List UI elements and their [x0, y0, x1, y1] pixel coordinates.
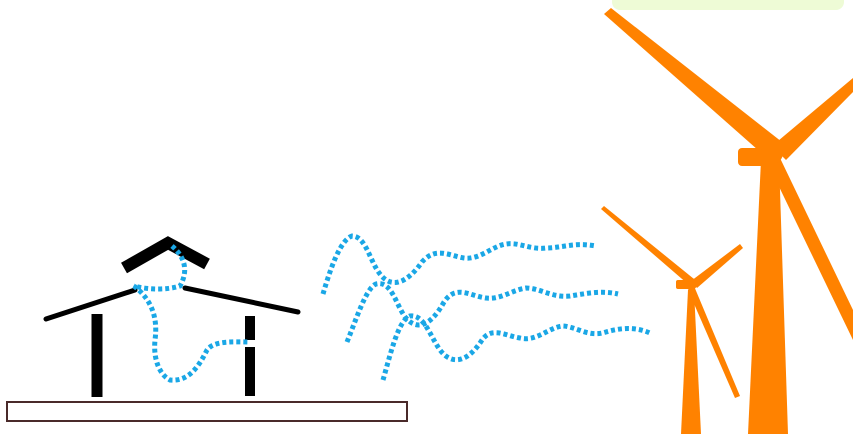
large-turbine-hub	[761, 142, 783, 164]
large-turbine-blade-upper-right	[772, 78, 853, 160]
wind-line-top	[323, 236, 596, 294]
house-airflow-line	[134, 246, 250, 380]
large-turbine-tower	[748, 160, 788, 434]
small-turbine-hub	[685, 278, 697, 290]
wind-line-middle	[347, 284, 618, 342]
wind-turbine-icon-small	[601, 206, 743, 434]
large-turbine-blade-upper-left	[604, 8, 782, 150]
small-turbine-blade-left	[601, 206, 694, 285]
ground-slab	[7, 402, 407, 421]
house-roof-peak	[124, 243, 207, 268]
house-roof-left	[46, 290, 135, 319]
house-outline-icon	[46, 243, 298, 397]
house-roof-right	[185, 288, 298, 312]
wind-lines-icon	[134, 236, 652, 380]
small-turbine-blade-right	[691, 244, 743, 288]
